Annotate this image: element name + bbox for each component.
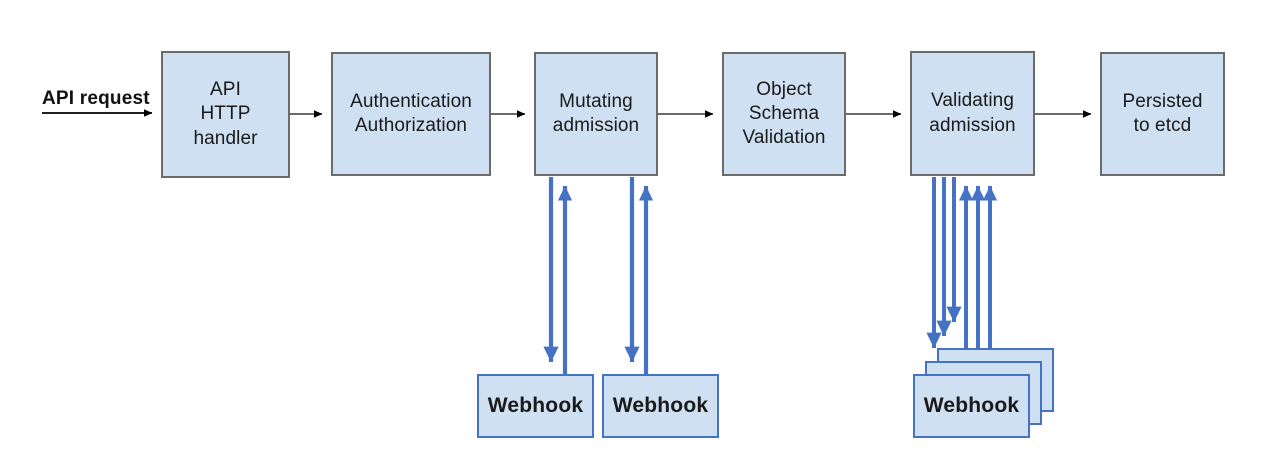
node-api-http-handler[interactable]: API HTTP handler [161,51,290,178]
webhook-mutating-1[interactable]: Webhook [477,374,594,438]
webhook-mutating-2[interactable]: Webhook [602,374,719,438]
node-persisted-to-etcd[interactable]: Persisted to etcd [1100,52,1225,176]
node-validating-admission[interactable]: Validating admission [910,51,1035,176]
webhook-validating-1[interactable]: Webhook [913,374,1030,438]
node-authn-authz[interactable]: Authentication Authorization [331,52,491,176]
node-object-schema-validation[interactable]: Object Schema Validation [722,52,846,176]
node-mutating-admission[interactable]: Mutating admission [534,52,658,176]
api-request-label: API request [42,88,150,109]
